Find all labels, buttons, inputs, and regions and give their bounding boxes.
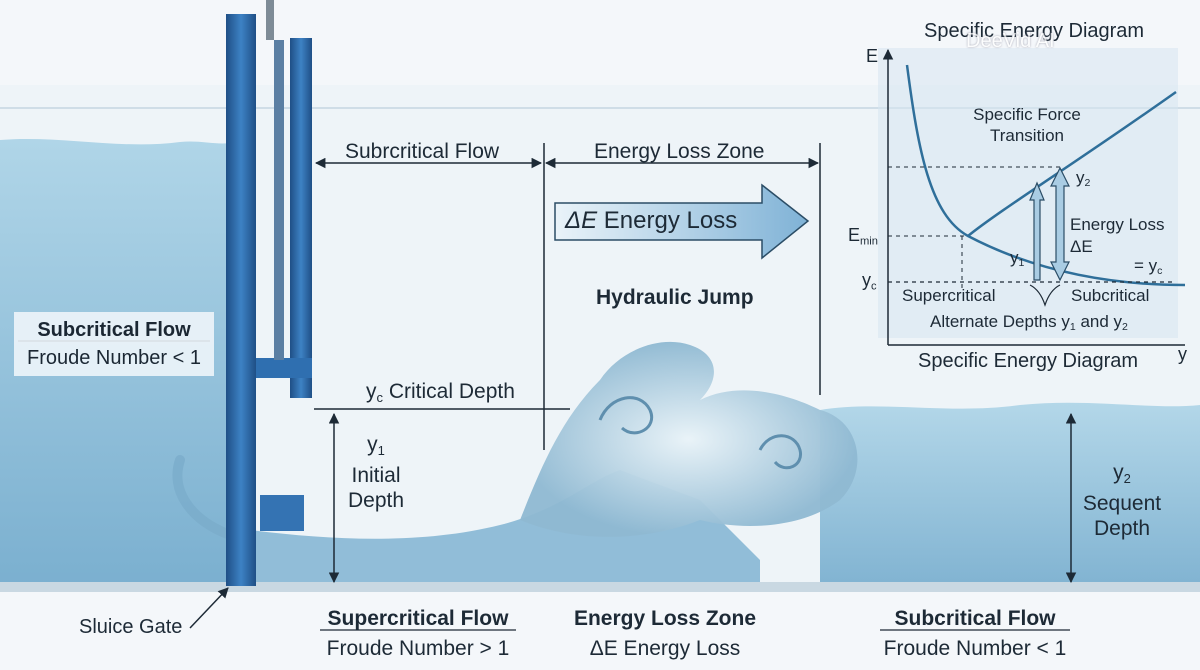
gate-crossbar — [256, 358, 312, 378]
jump-curl — [598, 396, 654, 435]
left-flow-froude: Froude Number < 1 — [27, 347, 201, 369]
transition-line-2: Transition — [989, 126, 1064, 145]
y-axis-label: y — [1178, 344, 1187, 364]
gate-plate — [260, 495, 304, 531]
left-splash — [172, 455, 235, 540]
y2-symbol: y2 — [1113, 461, 1131, 486]
jump-curl-2 — [758, 434, 802, 470]
y1-label: y1 Initial Depth — [346, 432, 406, 513]
gate-frame-left — [226, 14, 256, 586]
tank-floor — [0, 582, 1200, 592]
gate-screw — [274, 40, 284, 360]
y1-text-2: Depth — [347, 488, 405, 512]
transition-line-1: Specific Force — [973, 105, 1081, 124]
chart-subcritical-label: Subcritical — [1071, 286, 1150, 305]
energy-diagram-title-top: Specific Energy Diagram — [924, 20, 1145, 42]
chart-loss-line-2: ΔE — [1070, 237, 1093, 256]
bottom-loss-sub: ΔE Energy Loss — [589, 637, 741, 660]
watermark: DeeVid AI — [966, 30, 1055, 52]
downstream-water — [820, 402, 1200, 585]
y2-text-1: Sequent — [1082, 491, 1162, 515]
chart-y1-label: y1 — [1010, 248, 1025, 270]
energy-loss-zone-top-label: Energy Loss Zone — [594, 140, 765, 163]
subcritical-top-label: Subrcritical Flow — [345, 140, 500, 163]
energy-curve-upper — [967, 90, 1177, 237]
chart-supercritical-label: Supercritical — [902, 286, 996, 305]
alternate-depths-label: Alternate Depths y1 and y2 — [930, 312, 1128, 334]
bottom-super-froude: Froude Number > 1 — [326, 637, 510, 660]
e-axis-label: E — [866, 46, 879, 66]
hydraulic-jump-foam — [520, 341, 858, 537]
bottom-sub-title: Subcritical Flow — [894, 607, 1056, 630]
brace — [1029, 284, 1061, 307]
bottom-energy-loss: Energy Loss Zone ΔE Energy Loss — [565, 604, 765, 664]
energy-loss-arrow — [554, 183, 810, 260]
chart-energy-loss-label: Energy Loss ΔE — [1070, 214, 1165, 258]
delta-e-arrow-text: Energy Loss — [603, 207, 738, 234]
chart-y2-label: y2 — [1076, 168, 1091, 190]
gate-rod — [266, 0, 274, 40]
critical-depth-symbol: y — [366, 380, 377, 403]
bottom-loss-title: Energy Loss Zone — [573, 607, 757, 630]
gate-frame-right — [290, 38, 312, 398]
emin-label: Emin — [848, 225, 878, 248]
hydraulic-jump-title: Hydraulic Jump — [596, 286, 754, 309]
critical-depth-label: yc Critical Depth — [366, 380, 515, 405]
bottom-super-title: Supercritical Flow — [327, 607, 509, 630]
y2-label: y2 Sequent Depth — [1082, 460, 1162, 541]
y1-symbol: y1 — [367, 433, 385, 458]
bottom-subcritical: Subcritical Flow Froude Number < 1 — [874, 604, 1076, 664]
delta-e-arrow-label: ΔE Energy Loss — [565, 207, 737, 235]
transition-label: Specific Force Transition — [960, 104, 1094, 146]
y2-text-2: Depth — [1093, 516, 1151, 540]
bottom-sub-froude: Froude Number < 1 — [883, 637, 1067, 660]
critical-depth-sub: c — [376, 389, 384, 405]
sluice-gate-pointer — [189, 587, 229, 629]
chart-loss-line-1: Energy Loss — [1070, 215, 1165, 234]
left-flow-title: Subcritical Flow — [37, 319, 191, 341]
yc-axis-label: yc — [862, 270, 877, 293]
y1-text-1: Initial — [351, 463, 401, 487]
sluice-gate-label: Sluice Gate — [79, 616, 183, 638]
y1-arrow — [1029, 181, 1045, 281]
critical-depth-text: Critical Depth — [388, 380, 515, 403]
eq-yc-label: = yc — [1134, 256, 1163, 278]
energy-diagram-title-bottom: Specific Energy Diagram — [918, 350, 1139, 372]
delta-e-symbol: ΔE — [565, 207, 598, 234]
bottom-supercritical: Supercritical Flow Froude Number > 1 — [314, 604, 522, 664]
left-flow-label: Subcritical Flow Froude Number < 1 — [14, 312, 214, 376]
energy-loss-double-arrow — [1050, 166, 1070, 282]
